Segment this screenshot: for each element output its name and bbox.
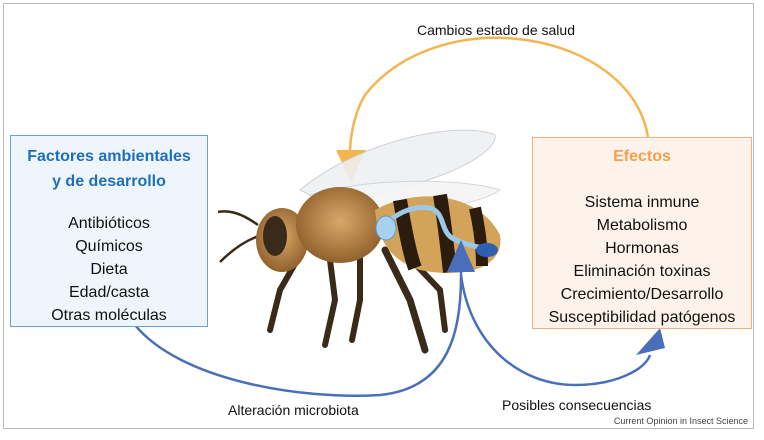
list-item: Susceptibilidad patógenos	[548, 309, 736, 326]
possible-consequences-arrowhead	[636, 328, 665, 355]
microbiota-alteration-arrowhead	[447, 240, 475, 272]
health-change-label: Cambios estado de salud	[417, 22, 575, 38]
environmental-factors-title-line: Factores ambientales	[27, 148, 191, 165]
effects-title: Efectos	[613, 148, 671, 165]
environmental-factors-title: Factores ambientales y de desarrollo	[11, 136, 207, 194]
environmental-factors-box: Factores ambientales y de desarrollo Ant…	[10, 135, 208, 327]
list-item: Eliminación toxinas	[573, 263, 711, 280]
journal-credit: Current Opinion in Insect Science	[613, 416, 748, 426]
list-item: Hormonas	[605, 240, 679, 257]
effects-list: Sistema inmune Metabolismo Hormonas Elim…	[533, 191, 751, 329]
list-item: Edad/casta	[68, 284, 150, 301]
list-item: Sistema inmune	[584, 194, 700, 211]
health-change-arrow	[348, 36, 650, 151]
list-item: Otras moléculas	[51, 307, 167, 324]
environmental-factors-list: Antibióticos Químicos Dieta Edad/casta O…	[11, 212, 207, 327]
microbiota-alteration-label: Alteración microbiota	[228, 402, 359, 418]
list-item: Metabolismo	[596, 217, 688, 234]
list-item: Antibióticos	[68, 215, 150, 232]
possible-consequences-label: Posibles consecuencias	[502, 397, 652, 413]
list-item: Dieta	[90, 261, 128, 278]
effects-box: Efectos Sistema inmune Metabolismo Hormo…	[532, 137, 752, 329]
possible-consequences-arrow	[459, 274, 652, 387]
list-item: Crecimiento/Desarrollo	[560, 286, 724, 303]
environmental-factors-title-line: y de desarrollo	[52, 173, 166, 190]
microbiota-alteration-arrow	[134, 269, 463, 397]
bee-illustration	[217, 129, 502, 354]
list-item: Químicos	[75, 238, 143, 255]
